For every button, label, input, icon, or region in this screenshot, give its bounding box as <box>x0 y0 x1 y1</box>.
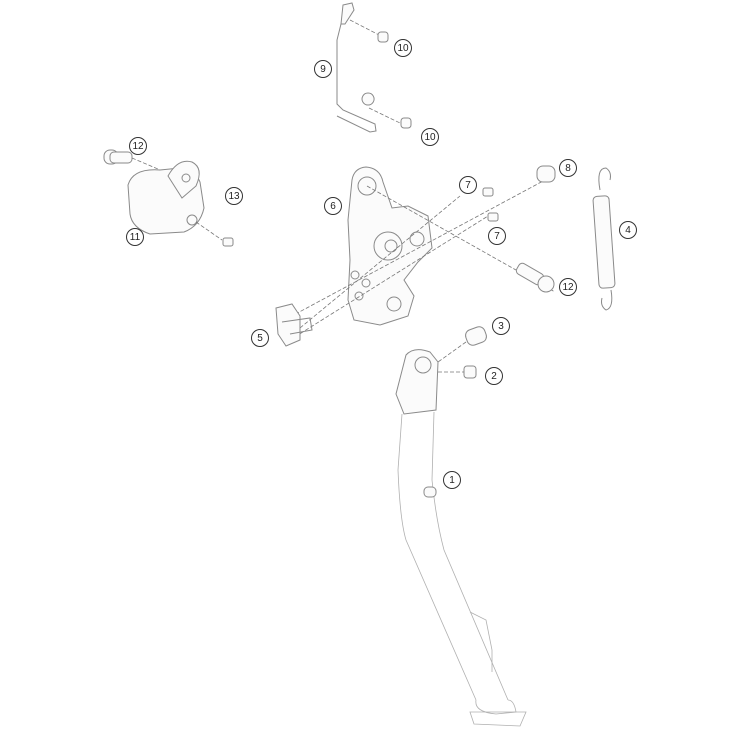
callout-part-9: 9 <box>314 60 332 78</box>
bracket-part-9 <box>336 2 412 133</box>
callout-part-10a: 10 <box>394 39 412 57</box>
callout-part-13: 13 <box>225 187 243 205</box>
callout-part-8: 8 <box>559 159 577 177</box>
bushing-part-3 <box>423 326 487 373</box>
switch-housing-part-11 <box>103 149 234 247</box>
callout-part-4: 4 <box>619 221 637 239</box>
screw-part-2 <box>432 365 477 379</box>
screws-part-7 <box>482 187 499 222</box>
callout-part-7a: 7 <box>459 176 477 194</box>
callout-part-12a: 12 <box>129 137 147 155</box>
callout-part-3: 3 <box>492 317 510 335</box>
callout-part-12b: 12 <box>559 278 577 296</box>
callout-part-2: 2 <box>485 367 503 385</box>
callout-part-6: 6 <box>324 197 342 215</box>
bushing-part-8 <box>536 165 556 183</box>
spring-part-4 <box>592 167 616 311</box>
callout-part-5: 5 <box>251 329 269 347</box>
sensor-switch-part-5 <box>275 303 313 347</box>
bolt-part-12 <box>515 262 555 293</box>
callout-part-10b: 10 <box>421 128 439 146</box>
mounting-bracket-part-6 <box>347 166 433 326</box>
callout-part-1: 1 <box>443 471 461 489</box>
callout-part-11: 11 <box>126 228 144 246</box>
side-stand-part-1 <box>395 349 527 727</box>
callout-part-7b: 7 <box>488 227 506 245</box>
